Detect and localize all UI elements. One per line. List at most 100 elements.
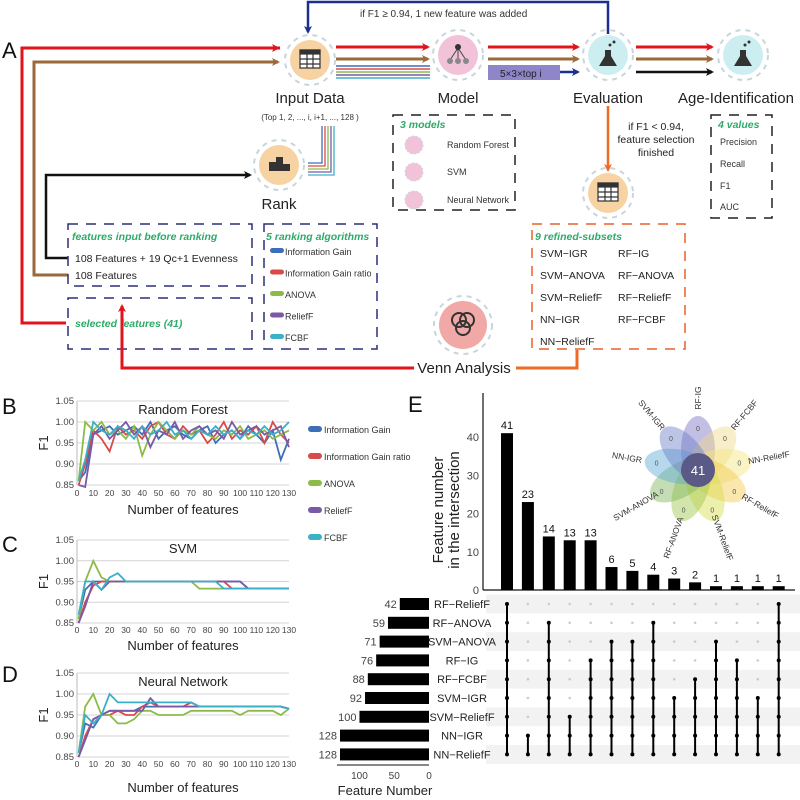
matrix-dot-filled bbox=[609, 733, 614, 738]
x-tick-label: 70 bbox=[186, 488, 196, 498]
x-tick-label: 40 bbox=[137, 488, 147, 498]
x-tick-label: 50 bbox=[154, 759, 164, 769]
matrix-dot-filled bbox=[651, 639, 656, 644]
intersection-bar bbox=[542, 536, 555, 590]
intersection-bar-label: 1 bbox=[734, 573, 740, 585]
model-node: Model bbox=[432, 29, 484, 107]
intersection-bar bbox=[772, 586, 785, 590]
set-name-label: SVM−ReliefF bbox=[429, 712, 494, 724]
evaluation-node: Evaluation bbox=[573, 29, 643, 107]
intersection-bar bbox=[626, 570, 639, 590]
subset-item: RF−FCBF bbox=[618, 314, 666, 326]
features-box bbox=[67, 223, 253, 287]
x-tick-label: 10 bbox=[89, 625, 99, 635]
set-name-label: RF−IG bbox=[446, 655, 479, 667]
x-tick-label: 130 bbox=[282, 759, 296, 769]
set-size-label: 76 bbox=[361, 655, 373, 667]
stop-text-3: finished bbox=[638, 147, 674, 159]
matrix-row-stripe bbox=[486, 594, 800, 614]
matrix-dot-filled bbox=[734, 677, 739, 682]
panel-label-c: C bbox=[2, 532, 18, 557]
panel-a: A if F1 ≥ 0.94, 1 new feature was added … bbox=[2, 0, 794, 377]
set-size-bar bbox=[340, 729, 429, 742]
matrix-dot-filled bbox=[546, 620, 551, 625]
matrix-dot-empty bbox=[568, 640, 571, 643]
set-name-label: RF−ReliefF bbox=[434, 599, 490, 611]
matrix-dot-filled bbox=[525, 733, 530, 738]
y-tick-label: 0.90 bbox=[56, 731, 75, 742]
matrix-dot-filled bbox=[546, 752, 551, 757]
matrix-dot-filled bbox=[755, 752, 760, 757]
y-axis-label: in the intersection bbox=[446, 451, 463, 569]
series-line-anova bbox=[77, 558, 289, 620]
matrix-dot-filled bbox=[714, 714, 718, 719]
x-tick-label: 30 bbox=[121, 625, 131, 635]
subset-item: RF−ReliefF bbox=[618, 292, 671, 304]
legend-label: Information Gain ratio bbox=[324, 452, 411, 462]
y-tick-label: 0.95 bbox=[56, 710, 75, 721]
table-icon bbox=[299, 49, 321, 69]
y-tick-label: 1.05 bbox=[56, 535, 75, 546]
matrix-dot-empty bbox=[547, 602, 551, 606]
legend-label: Information Gain bbox=[324, 425, 391, 435]
value-item: Recall bbox=[720, 159, 745, 169]
values-title: 4 values bbox=[717, 119, 760, 131]
venn-petal-count: 0 bbox=[710, 507, 714, 514]
x-tick-label: 80 bbox=[203, 759, 213, 769]
matrix-dot-filled bbox=[588, 752, 593, 757]
matrix-dot-filled bbox=[714, 677, 718, 682]
matrix-dot-filled bbox=[672, 696, 677, 700]
subset-item: SVM−ANOVA bbox=[540, 270, 605, 282]
intersection-bar-label: 2 bbox=[692, 569, 698, 581]
matrix-dot-filled bbox=[651, 620, 656, 625]
intersection-bar bbox=[501, 433, 513, 590]
y-axis-label: F1 bbox=[36, 707, 51, 722]
x-tick-label: 130 bbox=[282, 488, 296, 498]
panel-label-a: A bbox=[2, 38, 17, 63]
table-icon bbox=[597, 182, 619, 202]
intersection-bar bbox=[751, 586, 764, 590]
x-tick-label: 0 bbox=[75, 759, 80, 769]
x-tick-label: 120 bbox=[266, 488, 280, 498]
set-size-label: 59 bbox=[373, 618, 385, 630]
model-name: Random Forest bbox=[447, 140, 510, 150]
x-tick-label: 90 bbox=[219, 759, 229, 769]
red-flow-line bbox=[20, 46, 280, 325]
venn-center bbox=[681, 453, 715, 487]
selected-box bbox=[67, 297, 253, 350]
intersection-bar-label: 1 bbox=[755, 573, 761, 585]
x-tick-label: 80 bbox=[203, 488, 213, 498]
set-axis-tick: 0 bbox=[426, 771, 432, 782]
matrix-dot-filled bbox=[776, 602, 781, 606]
y-tick-label: 0.95 bbox=[56, 577, 75, 588]
x-axis-label: Number of features bbox=[127, 502, 239, 517]
subset-item: NN−IGR bbox=[540, 314, 580, 326]
x-tick-label: 70 bbox=[186, 759, 196, 769]
matrix-dot-filled bbox=[693, 752, 698, 757]
x-tick-label: 20 bbox=[105, 488, 115, 498]
model-name: Neural Network bbox=[447, 195, 510, 205]
matrix-dot-filled bbox=[588, 696, 593, 700]
matrix-dot-filled bbox=[714, 639, 718, 644]
venn-to-selected-arrow bbox=[118, 304, 414, 370]
matrix-dot-filled bbox=[734, 733, 739, 738]
ranking-item: Information Gain ratio bbox=[285, 269, 372, 279]
intersection-bar-label: 5 bbox=[629, 558, 635, 570]
matrix-dot-filled bbox=[776, 620, 781, 625]
matrix-dot-empty bbox=[735, 602, 739, 606]
venn-petal-count: 0 bbox=[732, 489, 736, 496]
refined-table-node bbox=[582, 167, 634, 219]
loop-text: if F1 ≥ 0.94, 1 new feature was added bbox=[360, 9, 527, 20]
matrix-dot-filled bbox=[714, 658, 718, 663]
venn-set-label: RF-ReliefF bbox=[740, 491, 781, 520]
y-tick-label: 20 bbox=[467, 509, 479, 521]
subset-item: NN−ReliefF bbox=[540, 336, 595, 348]
panel-label-b: B bbox=[2, 394, 17, 419]
subsets-box bbox=[531, 223, 686, 350]
matrix-dot-empty bbox=[568, 677, 571, 681]
matrix-dot-empty bbox=[693, 659, 697, 662]
x-tick-label: 10 bbox=[89, 759, 99, 769]
chart-title: Random Forest bbox=[138, 402, 228, 417]
